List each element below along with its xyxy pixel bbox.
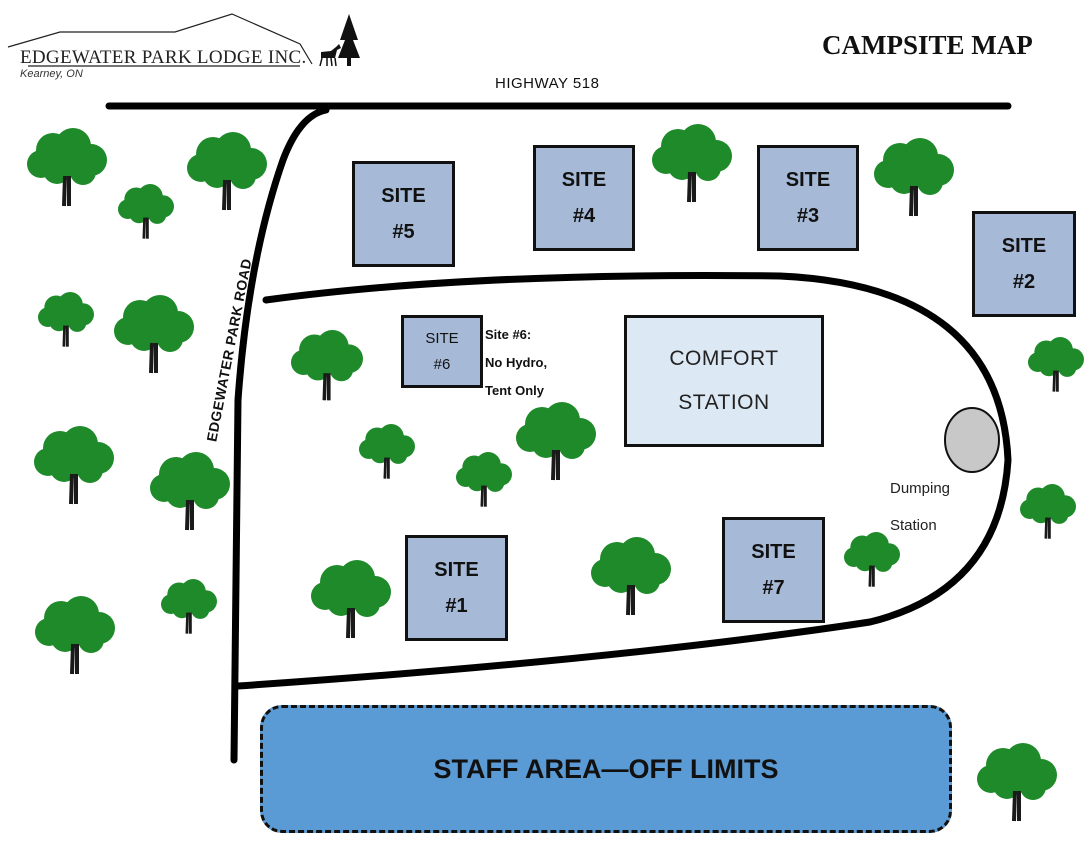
- logo-location: Kearney, ON: [20, 68, 83, 80]
- tree-icon: [187, 132, 267, 211]
- site-1[interactable]: SITE #1: [405, 535, 508, 641]
- site-6-note-heading: Site #6:: [485, 327, 532, 342]
- site-1-label: SITE: [434, 559, 479, 581]
- tree-icon: [35, 596, 115, 675]
- tree-icon: [27, 128, 107, 207]
- site-7-label: SITE: [751, 541, 796, 563]
- site-3-label: SITE: [785, 169, 831, 191]
- staff-area: STAFF AREA—OFF LIMITS: [260, 705, 952, 833]
- page-title: CAMPSITE MAP: [822, 30, 1033, 60]
- tree-icon: [359, 424, 415, 479]
- highway-label: HIGHWAY 518: [495, 75, 600, 92]
- tree-icon: [311, 560, 391, 639]
- site-6-number: #6: [433, 355, 451, 373]
- site-4[interactable]: SITE #4: [533, 145, 635, 251]
- tree-icon: [118, 184, 174, 239]
- dumping-station-line2: Station: [890, 517, 937, 534]
- site-6[interactable]: SITE #6: [401, 315, 483, 388]
- tree-icon: [38, 292, 95, 347]
- logo-deer-icon: [319, 44, 341, 67]
- tree-icon: [516, 402, 596, 481]
- comfort-station-line1: COMFORT: [669, 347, 779, 370]
- tree-icon: [114, 295, 194, 374]
- tree-icon: [652, 124, 732, 203]
- tree-icon: [1020, 484, 1077, 539]
- logo-house-icon: [7, 13, 313, 67]
- logo-name: EDGEWATER PARK LODGE INC.: [20, 47, 307, 68]
- dumping-station-label: Dumping Station: [890, 470, 950, 544]
- trees: [27, 124, 1085, 822]
- tree-icon: [874, 138, 954, 217]
- comfort-station[interactable]: COMFORT STATION: [624, 315, 824, 447]
- roads: [105, 102, 1012, 764]
- tree-icon: [291, 330, 363, 401]
- tree-icon: [977, 743, 1057, 822]
- site-2[interactable]: SITE #2: [972, 211, 1076, 317]
- tree-icon: [161, 579, 217, 634]
- tree-icon: [34, 426, 114, 505]
- site-6-note-line2: Tent Only: [485, 383, 544, 398]
- tree-icon: [150, 452, 230, 531]
- site-5[interactable]: SITE #5: [352, 161, 455, 267]
- site-4-number: #4: [572, 205, 596, 227]
- site-2-number: #2: [1012, 271, 1036, 293]
- site-7-number: #7: [762, 577, 785, 599]
- site-6-label: SITE: [425, 329, 459, 347]
- site-7[interactable]: SITE #7: [722, 517, 825, 623]
- staff-area-label: STAFF AREA—OFF LIMITS: [433, 753, 779, 784]
- site-5-number: #5: [392, 221, 415, 243]
- site-6-note: Site #6: No Hydro, Tent Only: [485, 321, 547, 405]
- tree-icon: [591, 537, 671, 616]
- site-2-label: SITE: [1001, 235, 1047, 257]
- site-1-number: #1: [445, 595, 468, 617]
- site-4-label: SITE: [561, 169, 607, 191]
- site-3[interactable]: SITE #3: [757, 145, 859, 251]
- edgewater-park-road: [230, 106, 330, 764]
- tree-icon: [456, 452, 512, 507]
- dumping-station-marker: [944, 407, 1000, 473]
- campground-loop-road: [234, 272, 1012, 690]
- site-3-number: #3: [796, 205, 820, 227]
- tree-icon: [1028, 337, 1085, 392]
- comfort-station-line2: STATION: [678, 391, 770, 414]
- tree-icon: [844, 532, 900, 587]
- site-5-label: SITE: [381, 185, 426, 207]
- logo-pine-icon: [338, 14, 360, 66]
- site-6-note-line1: No Hydro,: [485, 355, 548, 370]
- dumping-station-line1: Dumping: [890, 480, 951, 497]
